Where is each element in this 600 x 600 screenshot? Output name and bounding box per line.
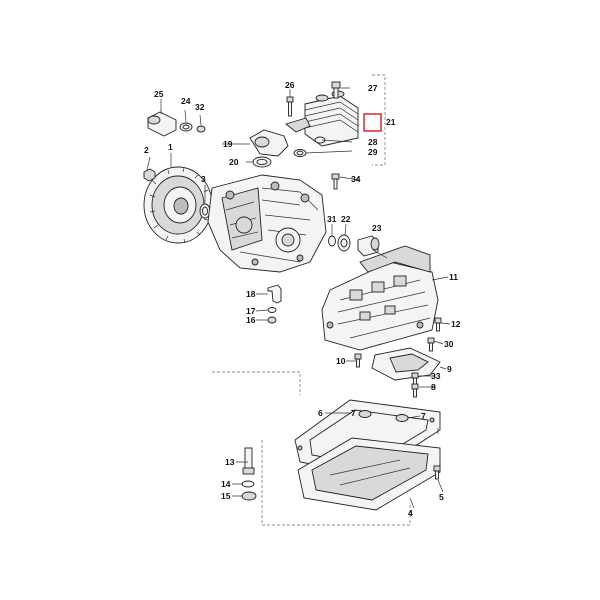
magnet-7b	[395, 414, 409, 422]
callout-19: 19	[223, 139, 233, 149]
callout-4: 4	[408, 508, 413, 518]
bracket-oil-cooler	[372, 74, 386, 166]
sender-unit	[147, 111, 177, 137]
transmission-housing	[207, 174, 327, 273]
callout-16: 16	[246, 315, 256, 325]
torque-converter	[143, 166, 213, 244]
callout-29: 29	[368, 147, 378, 157]
oring-17	[267, 307, 277, 313]
callout-10: 10	[336, 356, 346, 366]
callout-32: 32	[195, 102, 205, 112]
callout-30: 30	[444, 339, 454, 349]
callout-15: 15	[221, 491, 231, 501]
callout-9: 9	[447, 364, 452, 374]
callout-13: 13	[225, 457, 235, 467]
callout-28: 28	[368, 137, 378, 147]
callout-2: 2	[144, 145, 149, 155]
callout-7-left: 7	[351, 408, 356, 418]
drain-plug-13	[242, 447, 255, 475]
callout-27: 27	[368, 83, 378, 93]
bracket-drain-plug	[261, 440, 411, 526]
filter-9	[371, 347, 441, 381]
callout-14: 14	[221, 479, 231, 489]
oring-31	[328, 235, 336, 247]
seal-20	[252, 156, 272, 168]
callout-5: 5	[439, 492, 444, 502]
callout-33: 33	[431, 371, 441, 381]
bolt-12	[434, 317, 442, 332]
callout-6: 6	[318, 408, 323, 418]
callout-1: 1	[168, 142, 173, 152]
magnet-7a	[358, 410, 372, 418]
callout-24: 24	[181, 96, 191, 106]
washer-14	[241, 480, 255, 488]
callout-21: 21	[386, 117, 396, 127]
bolt-27	[331, 81, 341, 99]
callout-18: 18	[246, 289, 256, 299]
bracket-pan-group	[212, 371, 301, 395]
screw-16	[267, 316, 277, 324]
callout-12: 12	[451, 319, 461, 329]
valve-body	[321, 245, 439, 351]
plug-15	[241, 491, 257, 501]
pipe-18	[267, 284, 282, 304]
bolt-34	[331, 173, 340, 190]
callout-22: 22	[341, 214, 351, 224]
callout-20: 20	[229, 157, 239, 167]
sensor-23	[357, 235, 380, 257]
washer-24	[179, 122, 193, 132]
callout-7-right: 7	[421, 411, 426, 421]
callout-26: 26	[285, 80, 295, 90]
callout-31: 31	[327, 214, 337, 224]
oring-32	[196, 125, 206, 133]
washer-22	[337, 234, 351, 252]
callout-11: 11	[449, 272, 458, 282]
callout-8: 8	[431, 382, 436, 392]
bolt-8	[411, 383, 419, 398]
oring-29	[293, 149, 307, 157]
bolt-5	[433, 465, 441, 480]
oil-pan	[297, 437, 441, 511]
cover-19	[249, 129, 289, 157]
callout-34: 34	[351, 174, 361, 184]
callout-17: 17	[246, 306, 256, 316]
callout-25: 25	[154, 89, 164, 99]
seal-ring	[199, 203, 211, 219]
bolt-30	[427, 337, 435, 352]
callout-23: 23	[372, 223, 382, 233]
plug-small	[143, 168, 156, 182]
bolt-26	[286, 96, 294, 117]
callout-3: 3	[201, 174, 206, 184]
highlight-box	[363, 113, 382, 132]
bolt-10	[354, 353, 362, 368]
